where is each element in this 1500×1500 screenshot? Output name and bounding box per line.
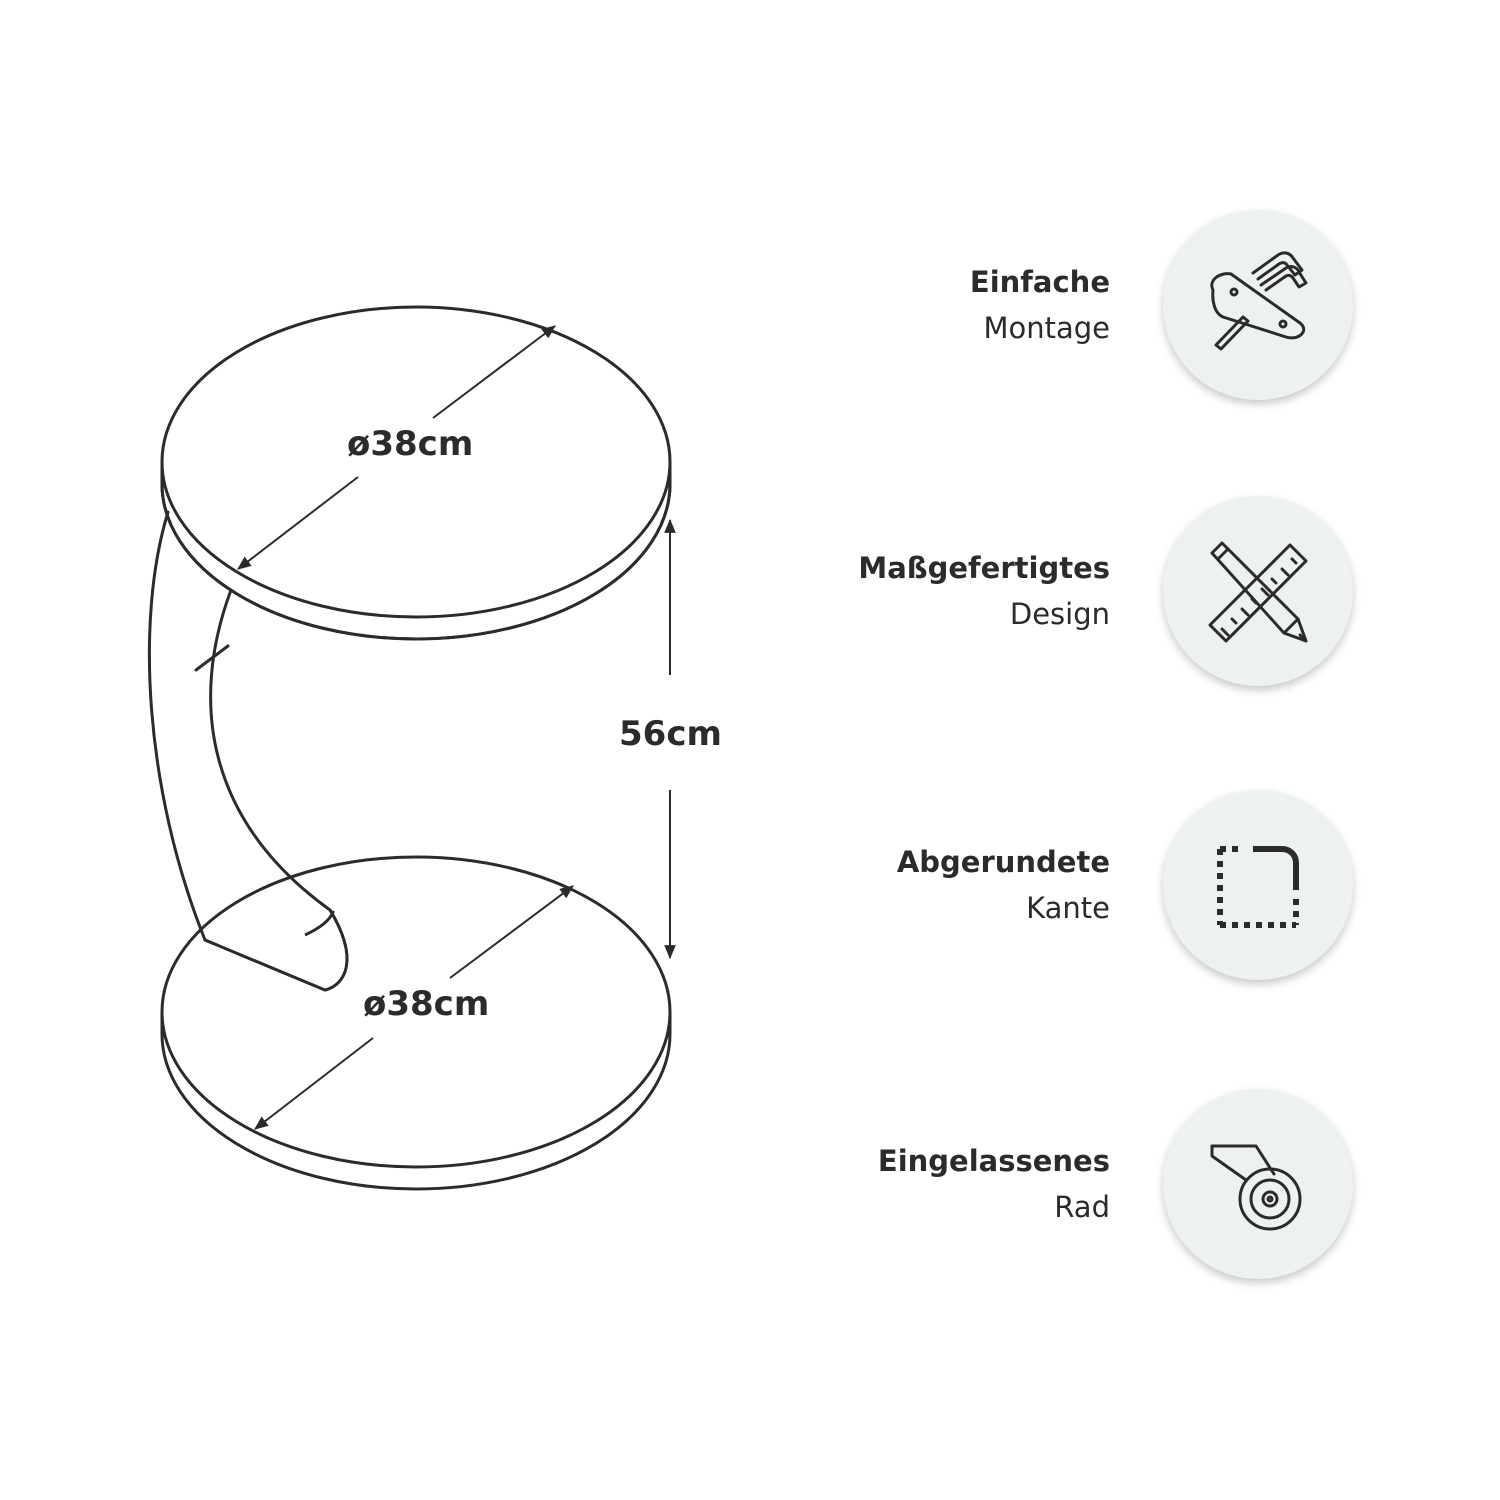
feature-icon-circle (1163, 210, 1353, 400)
pencil-ruler-icon (1208, 541, 1308, 643)
bottom-plate-rim (160, 1010, 672, 1191)
top-diameter-label: ø38cm (347, 424, 474, 464)
top-plate-rim-front (160, 460, 672, 641)
feature-rounded-edge: Abgerundete Kante (0, 785, 1500, 985)
feature-icon-circle (1163, 496, 1353, 686)
feature-text: Abgerundete Kante (897, 839, 1110, 931)
feature-icon-circle (1163, 1089, 1353, 1279)
feature-title: Maßgefertigtes (858, 551, 1110, 585)
stand-outer-edge (147, 510, 207, 942)
feature-custom-design: Maßgefertigtes Design (0, 491, 1500, 691)
feature-title: Einfache (969, 265, 1110, 299)
bottom-diameter-label: ø38cm (363, 984, 490, 1024)
feature-easy-assembly: Einfache Montage (0, 205, 1500, 405)
bottom-plate-surface (160, 855, 672, 1169)
feature-subtitle: Montage (983, 311, 1110, 345)
rounded-corner-icon (1217, 846, 1299, 928)
top-diameter-line-lower (237, 476, 359, 570)
height-label: 56cm (619, 714, 722, 754)
caster-wheel-icon (1210, 1144, 1302, 1231)
feature-icon-circle (1163, 790, 1353, 980)
bottom-diameter-line-lower (254, 1037, 374, 1130)
hex-key-icon (1210, 251, 1308, 351)
feature-text: Einfache Montage (970, 259, 1110, 351)
feature-subtitle: Kante (1026, 891, 1110, 925)
feature-text: Eingelassenes Rad (878, 1138, 1110, 1230)
feature-title: Eingelassenes (877, 1144, 1110, 1178)
feature-recessed-wheel: Eingelassenes Rad (0, 1084, 1500, 1284)
feature-text: Maßgefertigtes Design (858, 545, 1110, 637)
feature-subtitle: Design (1009, 597, 1110, 631)
feature-subtitle: Rad (1054, 1190, 1110, 1224)
stand-inner-edge (209, 588, 332, 912)
feature-title: Abgerundete (896, 845, 1110, 879)
stand-face-line (194, 644, 230, 672)
top-diameter-line-upper (432, 325, 556, 419)
bottom-diameter-line-upper (449, 885, 574, 979)
